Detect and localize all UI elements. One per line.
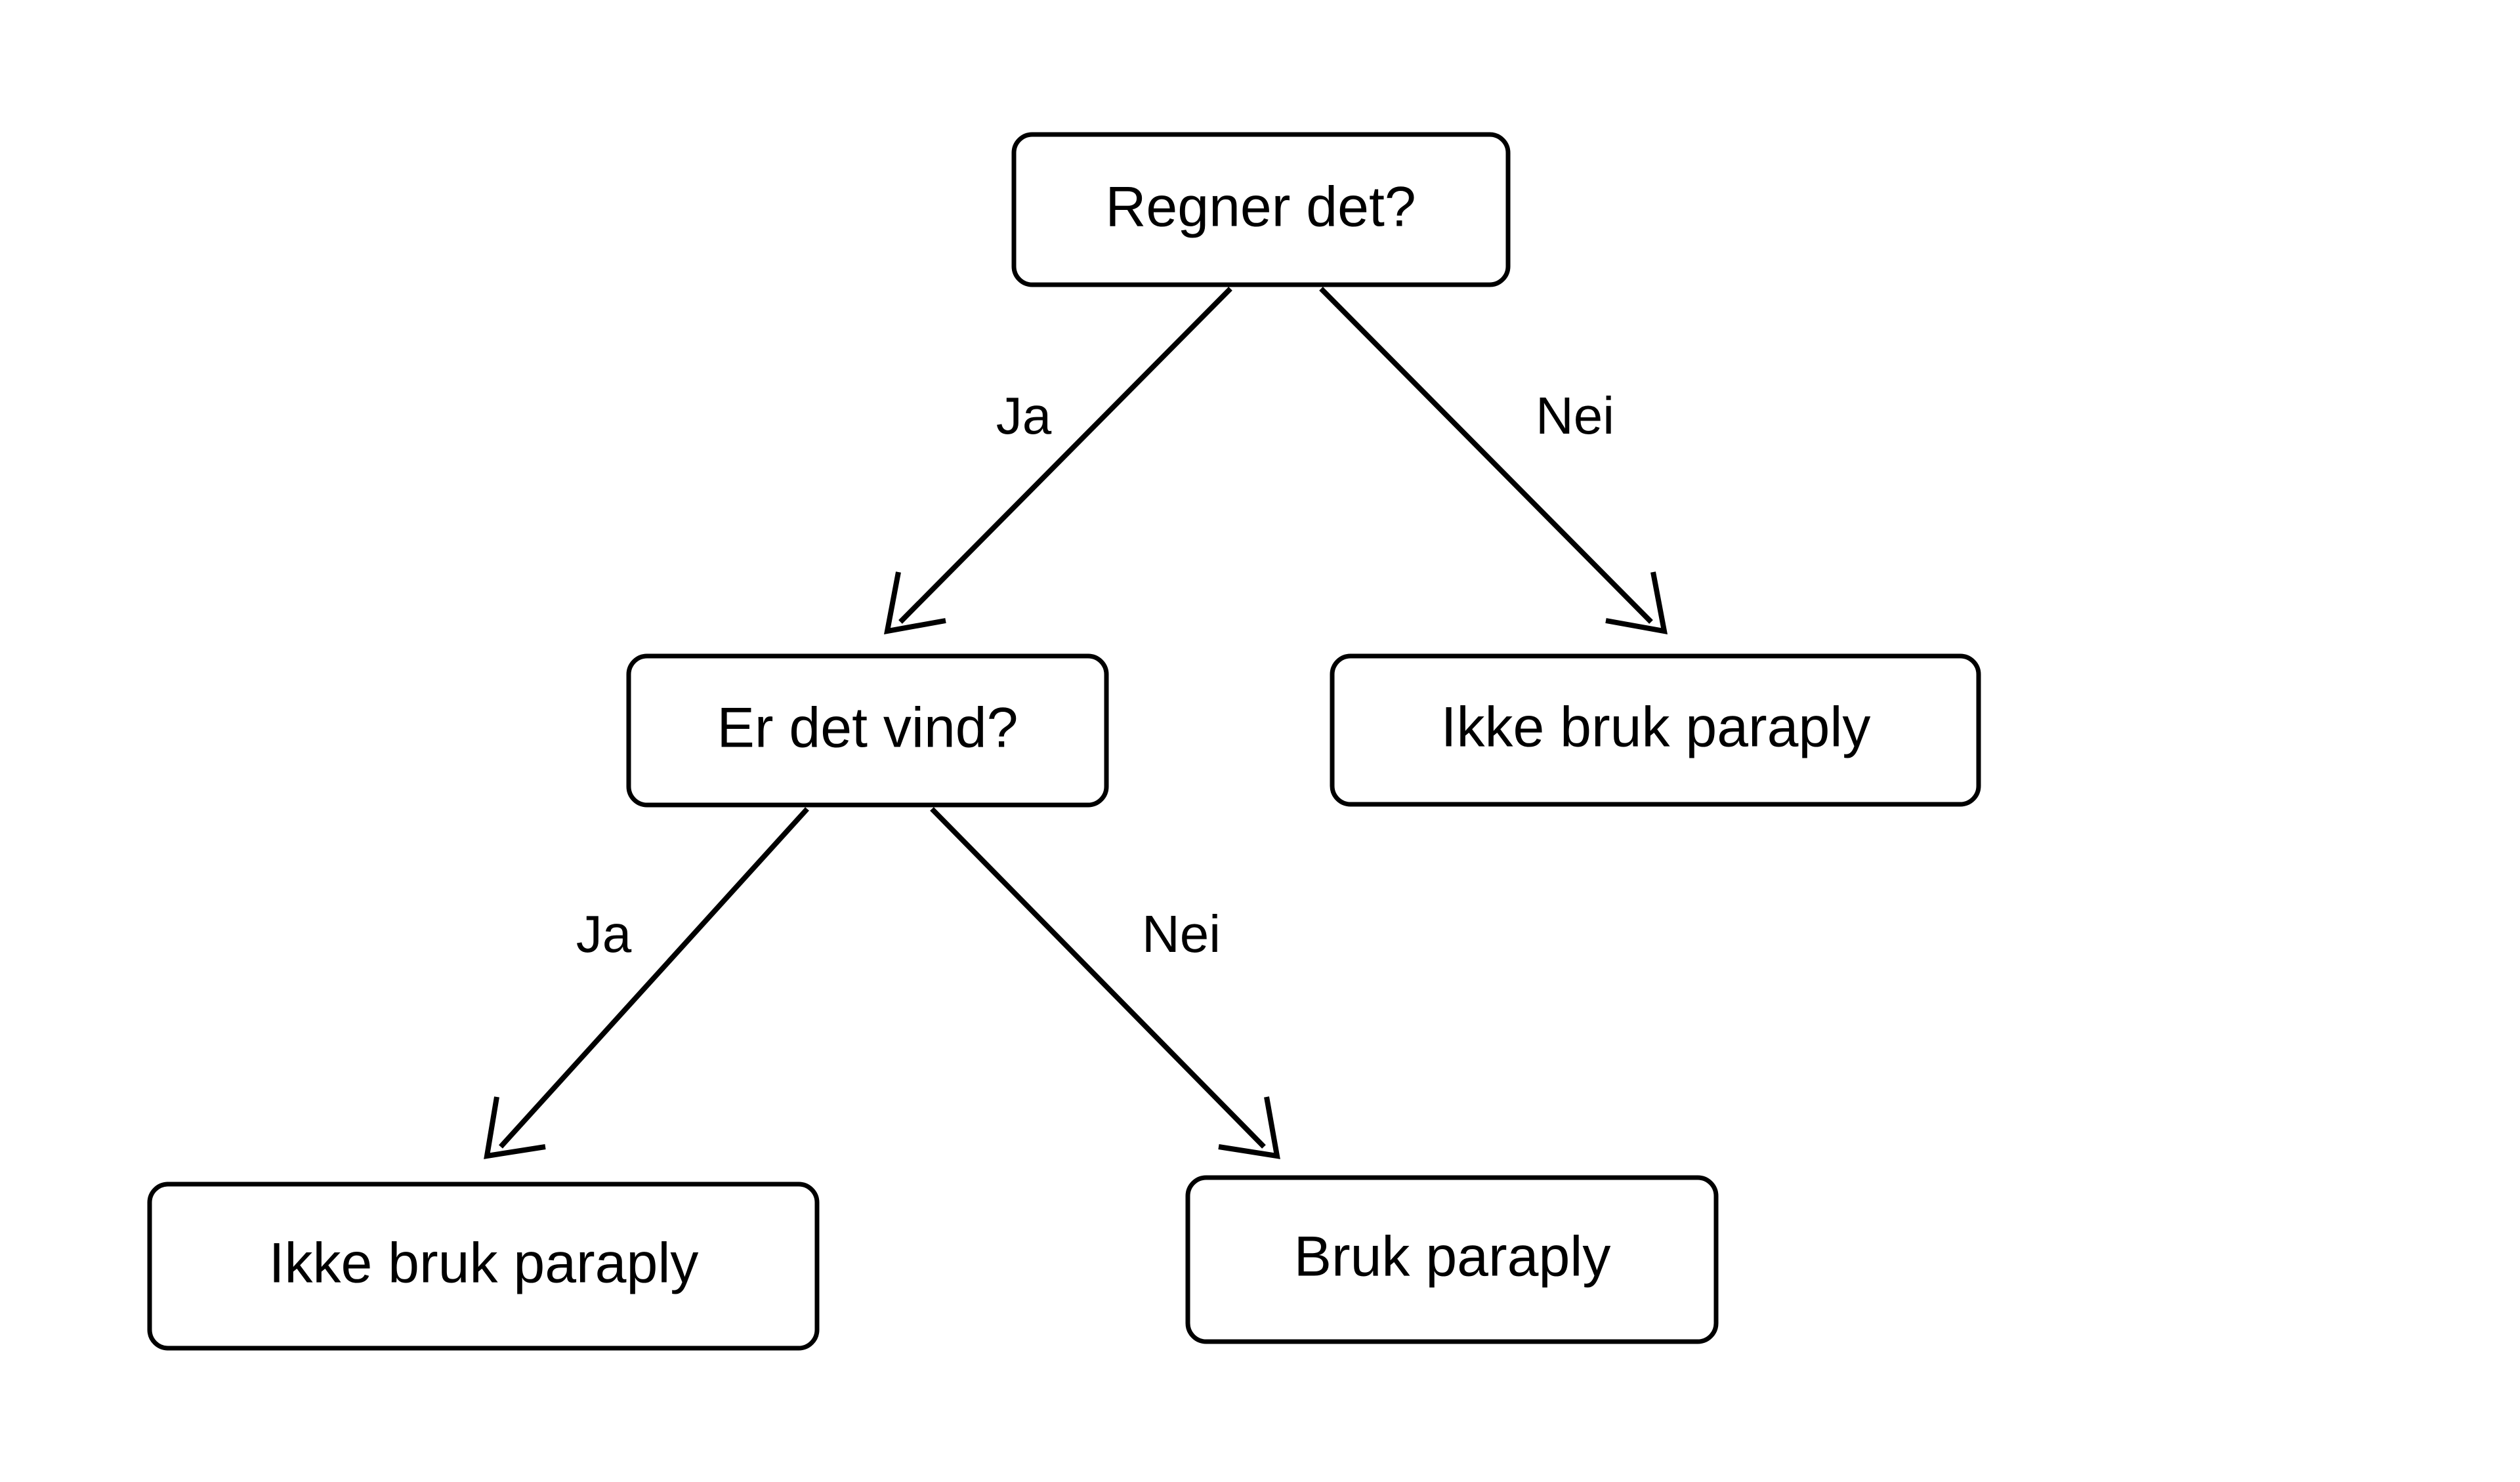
edge-label-ja: Ja <box>996 386 1052 445</box>
node-box[interactable] <box>1011 132 1511 287</box>
arrowhead-icon <box>484 1096 546 1159</box>
node-ikke-bruk-paraply-left[interactable]: Ikke bruk paraply <box>147 1182 820 1351</box>
edge-label-nei: Nei <box>1536 386 1614 445</box>
edge-line <box>898 287 1232 624</box>
node-label: Regner det? <box>1105 176 1416 239</box>
arrowhead-icon <box>883 571 946 634</box>
node-label: Bruk paraply <box>1294 1225 1611 1288</box>
arrowhead-icon <box>1605 571 1668 634</box>
edge-line <box>930 807 1266 1149</box>
node-box[interactable] <box>1185 1175 1719 1344</box>
node-label: Ikke bruk paraply <box>269 1232 699 1295</box>
edge-wind-no: Nei <box>930 807 1280 1159</box>
node-label: Er det vind? <box>717 697 1018 760</box>
node-box[interactable] <box>1330 653 1981 807</box>
edge-line <box>499 807 809 1149</box>
node-ikke-bruk-paraply-right[interactable]: Ikke bruk paraply <box>1330 653 1981 807</box>
node-er-det-vind[interactable]: Er det vind? <box>626 653 1109 808</box>
edge-root-yes: Ja <box>883 287 1232 634</box>
edge-label-ja: Ja <box>576 905 632 963</box>
edge-label-nei: Nei <box>1142 905 1221 963</box>
node-label: Ikke bruk paraply <box>1441 696 1871 759</box>
arrowhead-icon <box>1218 1096 1280 1159</box>
node-bruk-paraply[interactable]: Bruk paraply <box>1185 1175 1719 1344</box>
edge-root-no: Nei <box>1319 287 1668 634</box>
node-box[interactable] <box>147 1182 820 1351</box>
node-box[interactable] <box>626 653 1109 808</box>
edge-wind-yes: Ja <box>484 807 809 1159</box>
edge-line <box>1319 287 1653 624</box>
node-regner-det[interactable]: Regner det? <box>1011 132 1511 287</box>
